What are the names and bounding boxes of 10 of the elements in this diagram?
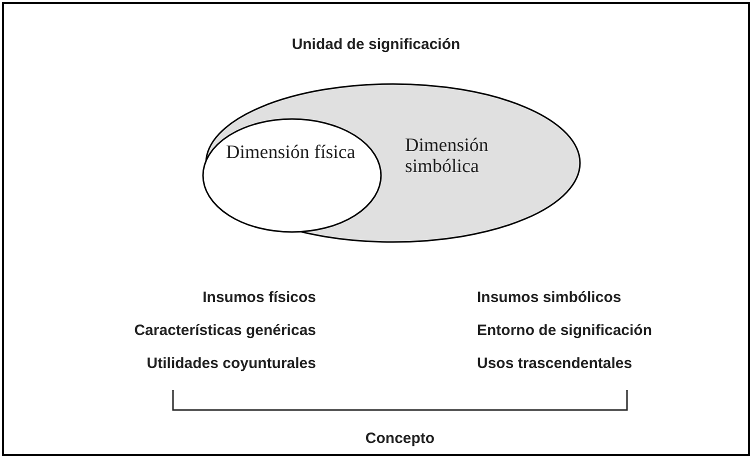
label: Insumos simbólicos	[477, 288, 622, 308]
ellipse-label: Dimensión física	[226, 142, 356, 163]
label: Características genéricas	[134, 321, 316, 341]
ellipse-label: Dimensión simbólica	[405, 135, 490, 177]
label: Utilidades coyunturales	[146, 354, 316, 374]
label: Usos trascendentales	[477, 354, 632, 374]
label: Insumos físicos	[202, 288, 316, 308]
title: Unidad de significación	[290, 35, 462, 55]
label: Concepto	[364, 429, 436, 449]
label: Entorno de significación	[477, 321, 652, 341]
